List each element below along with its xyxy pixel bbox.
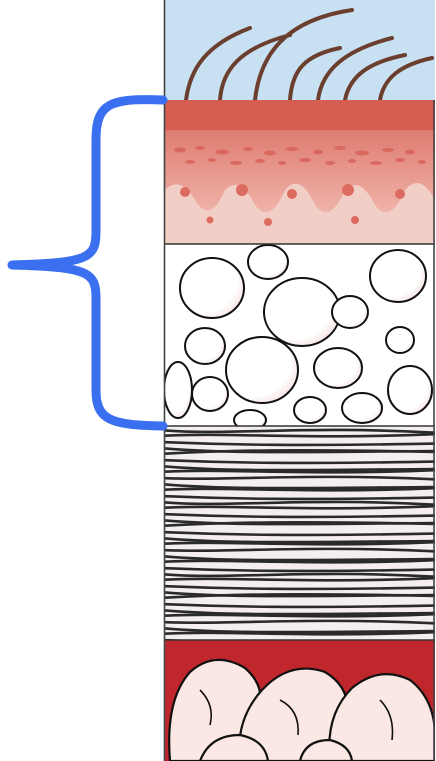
organ-layer — [165, 640, 435, 761]
curly-bracket-marker — [12, 100, 163, 426]
muscle-layer — [160, 426, 436, 646]
epidermis-dermis-layer — [165, 100, 435, 244]
air-layer — [165, 0, 435, 100]
adipose-tissue-layer — [164, 244, 435, 430]
